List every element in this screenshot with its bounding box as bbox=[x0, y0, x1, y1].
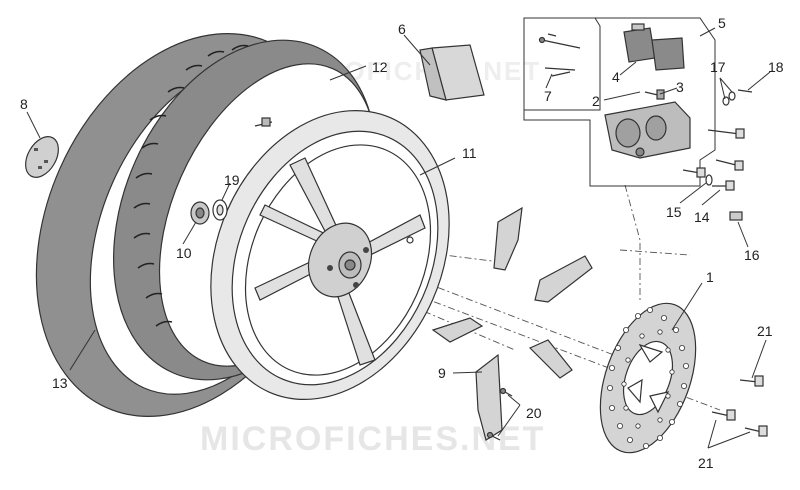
bleed-screw bbox=[644, 89, 665, 100]
callout-11: 11 bbox=[462, 145, 477, 161]
callout-4: 4 bbox=[612, 69, 620, 85]
callout-5: 5 bbox=[718, 15, 726, 31]
banjo-bolt bbox=[722, 89, 753, 106]
bag bbox=[419, 44, 485, 101]
brake-disc bbox=[599, 302, 697, 454]
inner-vanes bbox=[431, 206, 593, 441]
callout-20: 20 bbox=[526, 405, 542, 421]
callout-10: 10 bbox=[176, 245, 192, 261]
spacer-ring bbox=[212, 199, 228, 221]
caliper-body bbox=[604, 101, 691, 159]
caliper-bolts bbox=[682, 128, 745, 191]
callout-1: 1 bbox=[706, 269, 714, 285]
callout-13: 13 bbox=[52, 375, 68, 391]
callout-17: 17 bbox=[710, 59, 726, 75]
callout-18: 18 bbox=[768, 59, 784, 75]
pin-kit bbox=[538, 33, 581, 77]
brake-hose bbox=[729, 97, 763, 221]
callout-7: 7 bbox=[544, 88, 552, 104]
washer bbox=[705, 174, 713, 186]
callout-6: 6 bbox=[398, 21, 406, 37]
wheel-rim bbox=[210, 109, 450, 401]
callout-19: 19 bbox=[224, 172, 240, 188]
valve-stem bbox=[254, 117, 273, 127]
brake-pads bbox=[623, 23, 685, 71]
callout-2: 2 bbox=[592, 93, 600, 109]
callout-14: 14 bbox=[694, 209, 710, 225]
callout-8: 8 bbox=[20, 96, 28, 112]
callout-12: 12 bbox=[372, 59, 388, 75]
callout-9: 9 bbox=[438, 365, 446, 381]
bearing bbox=[190, 201, 210, 225]
leader-lines bbox=[26, 27, 771, 449]
callout-3: 3 bbox=[676, 79, 684, 95]
screws-vanes bbox=[486, 387, 513, 441]
callout-21-bottom: 21 bbox=[698, 455, 714, 471]
callout-15: 15 bbox=[666, 204, 682, 220]
callout-16: 16 bbox=[744, 247, 760, 263]
hub-cap bbox=[25, 136, 59, 178]
callout-21-top: 21 bbox=[757, 323, 773, 339]
disc-bolts bbox=[711, 375, 768, 437]
caliper-kit-frame bbox=[523, 17, 716, 187]
callout-numbers: 1 2 3 4 5 6 7 8 9 10 11 12 13 14 15 16 1… bbox=[20, 15, 784, 471]
